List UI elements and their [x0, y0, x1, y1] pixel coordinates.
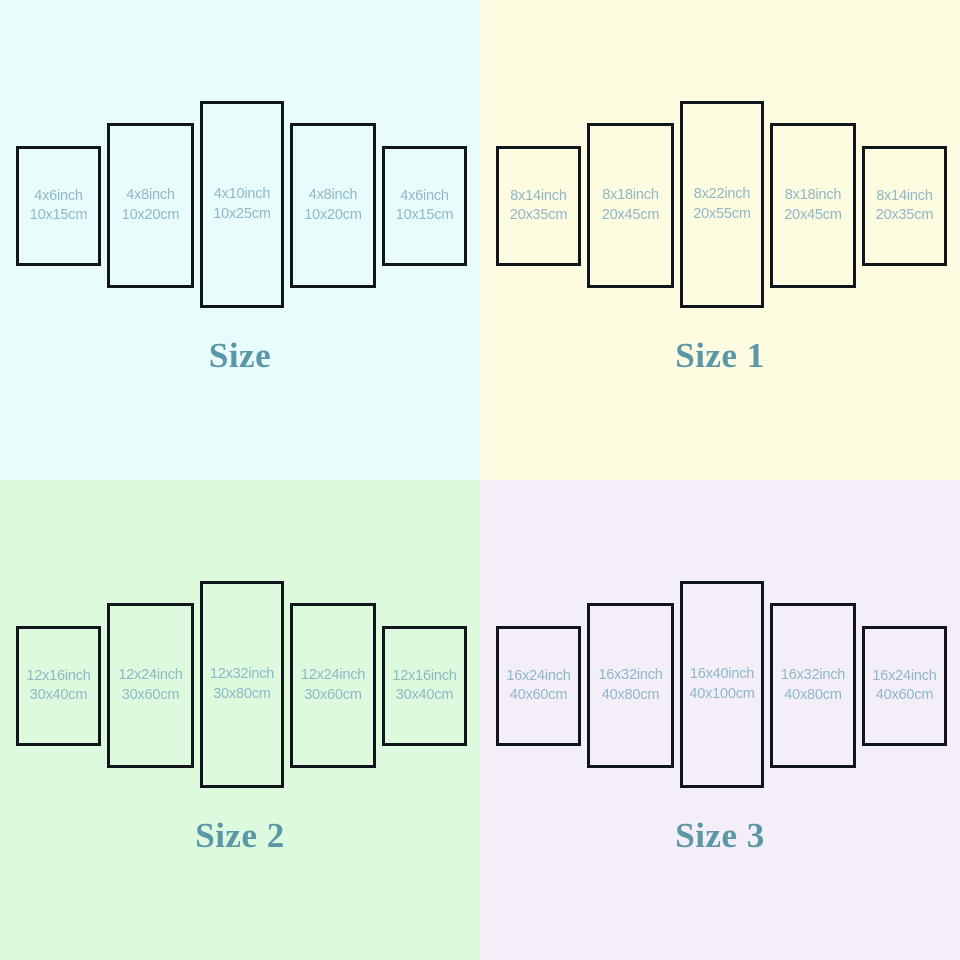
panel-label: 8x18inch 20x45cm [784, 186, 842, 224]
panel-label-cm: 20x55cm [693, 205, 751, 222]
panel-label-inch: 8x14inch [510, 187, 567, 204]
panel-label-inch: 16x32inch [598, 667, 663, 684]
quadrant-size-3: 16x24inch 40x60cm 16x32inch 40x80cm 16x4… [480, 480, 960, 960]
panel-label-cm: 20x35cm [875, 207, 934, 223]
panel-label-inch: 8x18inch [602, 187, 659, 204]
panel-label-cm: 10x25cm [213, 205, 271, 222]
panel-label: 4x8inch 10x20cm [304, 186, 362, 224]
panel-label: 16x32inch 40x80cm [598, 666, 663, 704]
panel-label-cm: 20x35cm [509, 207, 568, 223]
panel-label: 16x32inch 40x80cm [780, 666, 846, 704]
panel-label-inch: 12x32inch [209, 666, 275, 683]
panel-label-inch: 4x8inch [308, 187, 358, 204]
canvas-panel: 4x6inch 10x15cm [382, 146, 467, 266]
panel-label-inch: 4x10inch [213, 186, 271, 203]
canvas-panel: 8x18inch 20x45cm [770, 123, 856, 288]
panel-label-inch: 12x24inch [300, 667, 366, 684]
panel-label-inch: 4x8inch [126, 187, 175, 204]
canvas-panel: 12x16inch 30x40cm [16, 626, 101, 746]
panel-label-cm: 40x80cm [601, 686, 660, 703]
panel-cluster-size-1: 8x14inch 20x35cm 8x18inch 20x45cm 8x22in… [480, 0, 960, 340]
canvas-panel: 8x22inch 20x55cm [680, 101, 764, 308]
panel-label-inch: 12x16inch [392, 667, 457, 684]
panel-label-cm: 40x60cm [509, 687, 568, 703]
canvas-panel: 8x14inch 20x35cm [862, 146, 947, 266]
panel-label-inch: 8x14inch [876, 187, 933, 204]
panel-label: 4x6inch 10x15cm [395, 187, 454, 225]
panel-label: 12x16inch 30x40cm [392, 667, 457, 705]
canvas-panel: 16x24inch 40x60cm [862, 626, 947, 746]
canvas-panel: 4x8inch 10x20cm [290, 123, 376, 288]
panel-label-inch: 8x22inch [693, 186, 751, 203]
panel-label-inch: 16x32inch [780, 667, 846, 684]
panel-label-cm: 40x100cm [689, 685, 755, 702]
panel-label-cm: 20x45cm [601, 206, 660, 223]
panel-label: 16x24inch 40x60cm [872, 667, 937, 705]
panel-label-inch: 16x24inch [872, 667, 937, 684]
panel-label: 4x6inch 10x15cm [29, 187, 88, 225]
panel-label-cm: 20x45cm [784, 206, 842, 223]
canvas-panel: 4x10inch 10x25cm [200, 101, 284, 308]
panel-label-cm: 40x80cm [784, 686, 842, 703]
panel-label-cm: 10x20cm [304, 206, 362, 223]
panel-label-cm: 30x60cm [121, 686, 180, 703]
panel-label: 4x8inch 10x20cm [121, 186, 180, 224]
panel-label-cm: 40x60cm [875, 687, 934, 703]
panel-label-cm: 30x40cm [395, 687, 454, 703]
quadrant-title: Size [208, 336, 272, 375]
panel-label: 12x24inch 30x60cm [118, 666, 183, 704]
canvas-panel: 12x32inch 30x80cm [200, 581, 284, 788]
panel-label-inch: 8x18inch [784, 187, 842, 204]
quadrant-size-1: 8x14inch 20x35cm 8x18inch 20x45cm 8x22in… [480, 0, 960, 480]
panel-cluster-size-2: 12x16inch 30x40cm 12x24inch 30x60cm 12x3… [0, 480, 480, 820]
panel-label-cm: 30x60cm [304, 686, 362, 703]
quadrant-title: Size 2 [195, 816, 285, 855]
panel-label-cm: 30x40cm [29, 687, 88, 703]
panel-label-cm: 10x20cm [121, 206, 180, 223]
panel-label: 8x18inch 20x45cm [601, 186, 660, 224]
panel-label-inch: 12x24inch [118, 667, 183, 684]
panel-label-inch: 16x40inch [689, 666, 755, 683]
panel-label-inch: 12x16inch [26, 667, 91, 684]
panel-cluster-size-3: 16x24inch 40x60cm 16x32inch 40x80cm 16x4… [480, 480, 960, 820]
panel-cluster-size: 4x6inch 10x15cm 4x8inch 10x20cm 4x10inch… [0, 0, 480, 340]
panel-label: 12x24inch 30x60cm [300, 666, 366, 704]
panel-label-inch: 16x24inch [506, 667, 571, 684]
panel-label: 12x16inch 30x40cm [26, 667, 91, 705]
panel-label: 8x22inch 20x55cm [693, 185, 751, 223]
canvas-panel: 4x8inch 10x20cm [107, 123, 194, 288]
panel-label: 8x14inch 20x35cm [509, 187, 568, 225]
quadrant-title: Size 3 [675, 816, 765, 855]
panel-label-cm: 10x15cm [29, 207, 88, 223]
quadrant-size: 4x6inch 10x15cm 4x8inch 10x20cm 4x10inch… [0, 0, 480, 480]
canvas-panel: 8x18inch 20x45cm [587, 123, 674, 288]
quadrant-size-2: 12x16inch 30x40cm 12x24inch 30x60cm 12x3… [0, 480, 480, 960]
quadrant-title: Size 1 [675, 336, 765, 375]
panel-label: 12x32inch 30x80cm [209, 665, 275, 703]
panel-label: 4x10inch 10x25cm [213, 185, 271, 223]
canvas-panel: 12x24inch 30x60cm [290, 603, 376, 768]
panel-label-cm: 30x80cm [213, 685, 271, 702]
panel-label: 16x40inch 40x100cm [689, 665, 755, 703]
canvas-panel: 16x40inch 40x100cm [680, 581, 764, 788]
panel-label: 8x14inch 20x35cm [875, 187, 934, 225]
canvas-panel: 12x24inch 30x60cm [107, 603, 194, 768]
canvas-panel: 16x32inch 40x80cm [770, 603, 856, 768]
panel-label: 16x24inch 40x60cm [506, 667, 571, 705]
canvas-panel: 16x24inch 40x60cm [496, 626, 581, 746]
canvas-panel: 8x14inch 20x35cm [496, 146, 581, 266]
panel-label-cm: 10x15cm [395, 207, 454, 223]
canvas-panel: 16x32inch 40x80cm [587, 603, 674, 768]
panel-label-inch: 4x6inch [34, 187, 83, 204]
canvas-panel: 12x16inch 30x40cm [382, 626, 467, 746]
panel-label-inch: 4x6inch [400, 187, 449, 204]
canvas-panel: 4x6inch 10x15cm [16, 146, 101, 266]
